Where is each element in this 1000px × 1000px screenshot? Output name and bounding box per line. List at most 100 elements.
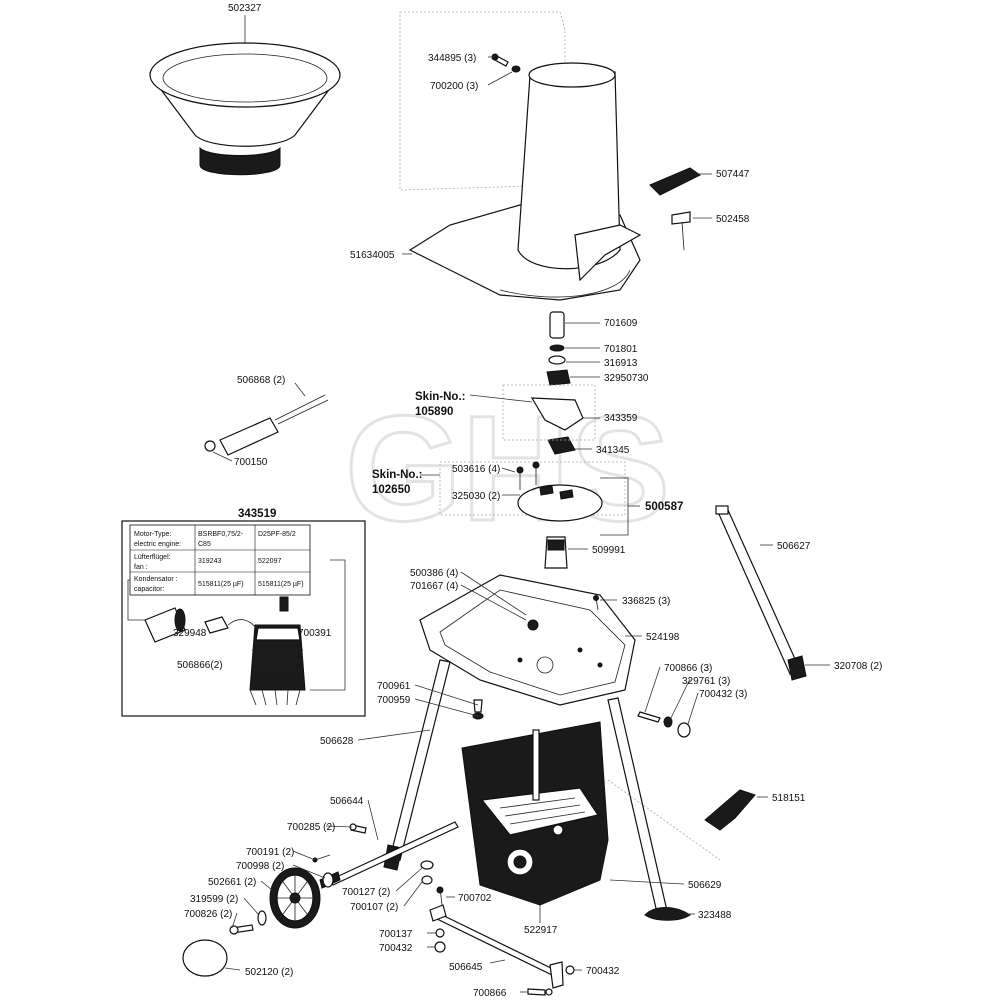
axle-506644	[319, 821, 459, 889]
nut-700432-right	[565, 965, 575, 975]
screws-503616	[516, 461, 540, 490]
screw-700285	[349, 823, 367, 834]
label-700285: 700285 (2)	[287, 822, 335, 833]
tbl-r1-label2: electric engine:	[134, 541, 181, 548]
tbl-r2-c1a: 319243	[198, 558, 221, 565]
label-700866-3: 700866 (3)	[664, 663, 712, 674]
label-524198: 524198	[646, 632, 680, 643]
nut-700432-left	[434, 941, 446, 953]
tbl-r2-c2a: 522097	[258, 558, 281, 565]
label-500386: 500386 (4)	[410, 568, 458, 579]
label-506644: 506644	[330, 796, 364, 807]
label-700702: 700702	[458, 893, 492, 904]
label-700432-right: 700432	[586, 966, 620, 977]
label-506868: 506868 (2)	[237, 375, 285, 386]
label-700150: 700150	[234, 457, 268, 468]
watermark: GHS	[345, 384, 670, 552]
label-500587: 500587	[645, 501, 683, 513]
label-502458: 502458	[716, 214, 750, 225]
label-700391: 700391	[298, 628, 332, 639]
cap-502120	[182, 939, 228, 977]
tbl-r1-c1a: BSRBF0,75/2-	[198, 531, 244, 538]
leg-506627	[715, 505, 807, 681]
motor-box-343519: Motor-Type: electric engine: BSRBF0,75/2…	[121, 520, 366, 717]
label-51634005: 51634005	[350, 250, 395, 261]
hardware-right	[637, 711, 691, 738]
label-700200: 700200 (3)	[430, 81, 478, 92]
label-507447: 507447	[716, 169, 750, 180]
label-522917: 522917	[524, 925, 558, 936]
skin1-title: Skin-No.:	[415, 391, 465, 403]
tbl-r3-c2a: 515811(25 µF)	[258, 581, 304, 588]
skin-labels: Skin-No.: 105890 Skin-No.: 102650	[372, 391, 465, 496]
label-343519: 343519	[238, 508, 276, 520]
part-labels: 502327 344895 (3) 700200 (3) 507447 5024…	[173, 3, 882, 999]
label-329948: 329948	[173, 628, 207, 639]
skin1-number: 105890	[415, 406, 453, 418]
housing-522917	[461, 721, 609, 906]
label-506645: 506645	[449, 962, 483, 973]
label-323488: 323488	[698, 910, 732, 921]
label-336825: 336825 (3)	[622, 596, 670, 607]
label-341345: 341345	[596, 445, 630, 456]
label-506628: 506628	[320, 736, 354, 747]
tbl-r3-label1: Kondensator :	[134, 576, 178, 583]
label-325030: 325030 (2)	[452, 491, 500, 502]
funnel-base-51634005	[408, 62, 642, 301]
label-506629: 506629	[688, 880, 722, 891]
label-700866: 700866	[473, 988, 507, 999]
clip-341345	[547, 436, 576, 455]
pin-700191	[312, 854, 331, 863]
nut-700137	[435, 928, 445, 938]
tbl-r1-c2a: D25PF-85/2	[258, 531, 296, 538]
disc-500587	[517, 484, 603, 522]
tbl-r3-c1a: 515811(25 µF)	[198, 581, 244, 588]
screw-700702	[436, 886, 444, 906]
label-509991: 509991	[592, 545, 626, 556]
skin2-title: Skin-No.:	[372, 469, 422, 481]
leg-506629	[607, 697, 669, 918]
agitator-343359	[530, 397, 584, 431]
nut-700127	[420, 860, 434, 885]
hopper-502327	[149, 42, 341, 176]
label-503616: 503616 (4)	[452, 464, 500, 475]
skin2-number: 102650	[372, 484, 410, 496]
label-700191: 700191 (2)	[246, 847, 294, 858]
leg-506628	[389, 659, 451, 861]
washer-700200	[511, 65, 521, 73]
screw-700961	[472, 699, 484, 720]
frame-524198	[419, 574, 636, 706]
tbl-r2-label2: fan :	[134, 564, 148, 571]
screw-344895	[491, 53, 509, 67]
crossbar-506645	[429, 904, 564, 989]
label-502120: 502120 (2)	[245, 967, 293, 978]
tbl-r2-label1: Lüfterflügel:	[134, 554, 171, 561]
coupler-509991	[544, 536, 568, 569]
label-32950730: 32950730	[604, 373, 649, 384]
label-700998: 700998 (2)	[236, 861, 284, 872]
washer-319599	[257, 910, 267, 926]
ring-316913	[548, 355, 566, 365]
block-32950730	[546, 369, 571, 386]
label-700127: 700127 (2)	[342, 887, 390, 898]
label-701801: 701801	[604, 344, 638, 355]
label-316913: 316913	[604, 358, 638, 369]
label-700432-3: 700432 (3)	[699, 689, 747, 700]
label-700961: 700961	[377, 681, 411, 692]
leader-lines	[212, 56, 830, 993]
tbl-r1-c1b: C85	[198, 541, 211, 548]
label-329761: 329761 (3)	[682, 676, 730, 687]
label-700826: 700826 (2)	[184, 909, 232, 920]
label-343359: 343359	[604, 413, 638, 424]
label-502661: 502661 (2)	[208, 877, 256, 888]
label-502327: 502327	[228, 3, 262, 14]
label-700137: 700137	[379, 929, 413, 940]
label-506866-2: 506866(2)	[177, 660, 223, 671]
bolt-700826	[229, 924, 254, 935]
sleeve-701609	[549, 311, 565, 339]
handle-518151	[704, 789, 756, 831]
label-319599: 319599 (2)	[190, 894, 238, 905]
wheel-502661	[269, 867, 321, 929]
